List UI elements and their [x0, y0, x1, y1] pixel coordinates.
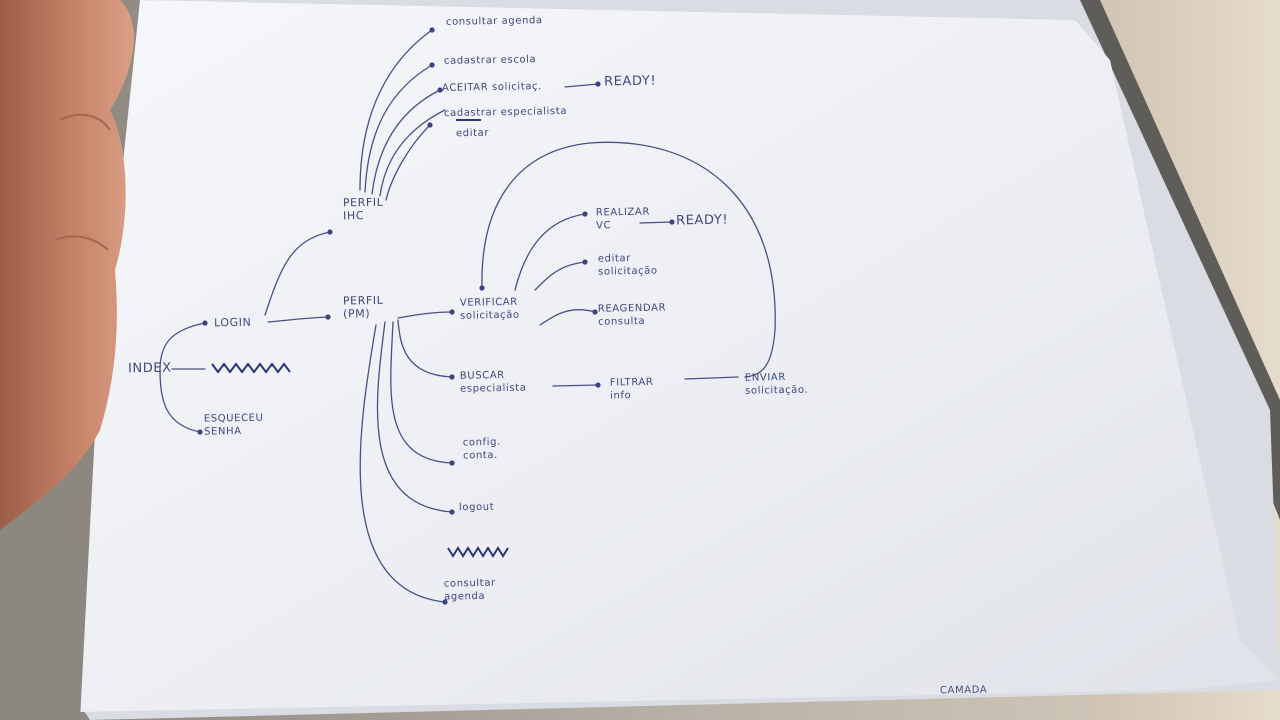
hand	[0, 0, 134, 530]
note-config-conta: config. conta.	[462, 436, 501, 462]
note-aceitar-solicitacao: ACEITAR solicitaç.	[441, 81, 542, 94]
note-consultar-agenda-bottom: consultar agenda	[443, 577, 496, 603]
note-ready-1: READY!	[603, 73, 657, 90]
note-ready-2: READY!	[675, 212, 729, 229]
diagram-dots	[197, 27, 675, 605]
note-logout: logout	[458, 501, 495, 514]
note-esqueceu-senha: ESQUECEU SENHA	[203, 412, 264, 438]
crossed-out-scribbles	[211, 119, 509, 558]
note-login: LOGIN	[213, 315, 252, 330]
hand-crease-2	[54, 235, 109, 251]
note-cadastrar-especialista: cadastrar especialista	[443, 105, 568, 120]
note-filtrar-info: FILTRAR info	[609, 376, 654, 402]
note-editar-solicitacao: editar solicitação	[597, 253, 658, 278]
note-verificar-solicitacao: VERIFICAR solicitação	[459, 296, 520, 322]
note-bottom-edge: CAMADA	[939, 684, 988, 697]
note-consultar-agenda-top: consultar agenda	[445, 15, 543, 28]
note-buscar-especialista: BUSCAR especialista	[459, 369, 527, 395]
note-enviar-solicitacao: ENVIAR solicitação.	[744, 372, 809, 397]
note-cadastrar-escola: cadastrar escola	[443, 54, 537, 67]
hand-crease	[59, 113, 111, 131]
note-index: INDEX	[127, 360, 172, 377]
note-realizar-vc: REALIZAR VC	[595, 206, 651, 232]
note-reagendar-consulta: REAGENDAR consulta	[597, 302, 667, 328]
note-perfil-pm: PERFIL (PM)	[342, 293, 384, 321]
paper-sheet	[80, 0, 1280, 712]
diagram-connectors	[159, 29, 776, 603]
note-perfil-ihc: PERFIL IHC	[342, 195, 384, 223]
note-editar: editar	[455, 127, 490, 140]
